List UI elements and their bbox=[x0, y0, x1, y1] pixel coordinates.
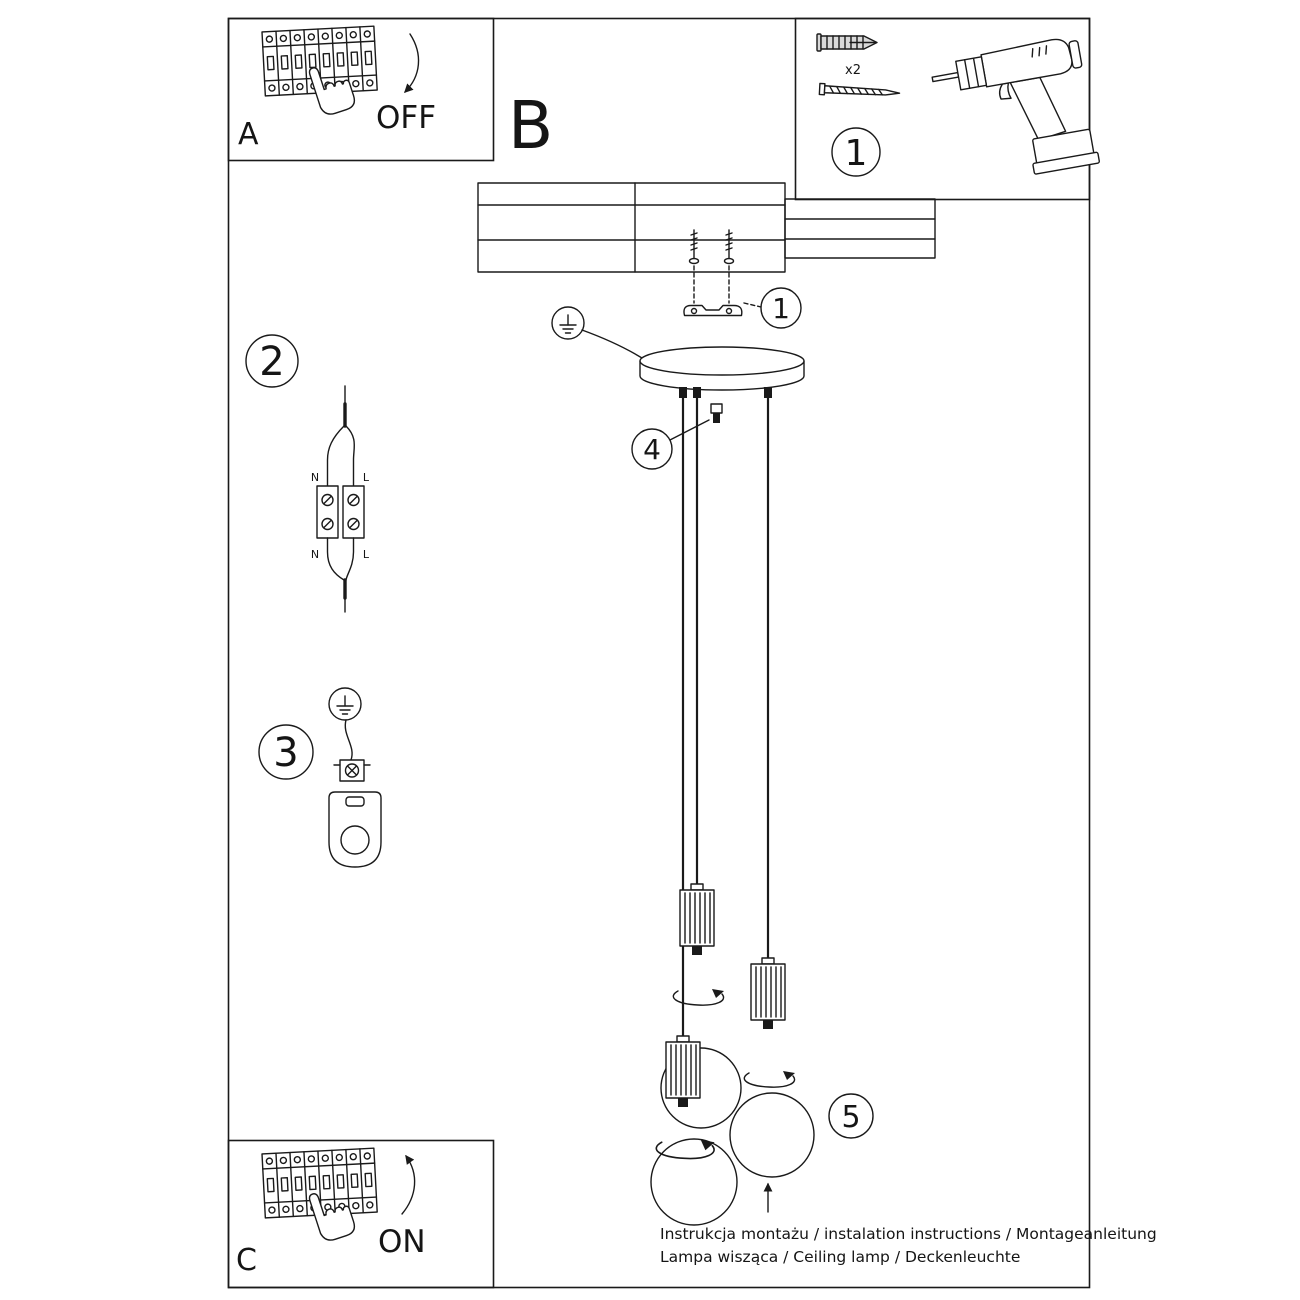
wiring-diagram: N L N L bbox=[311, 385, 370, 613]
mounting-plate bbox=[328, 791, 382, 868]
ceiling-drawing bbox=[477, 182, 936, 273]
footer: Instrukcja montażu / instalation instruc… bbox=[660, 1225, 1157, 1266]
step-2: 2 N L N L bbox=[245, 334, 370, 613]
wall-plug-icon bbox=[816, 33, 878, 52]
assembly-diagram: 1 4 5 bbox=[477, 182, 936, 1226]
rotate-arrow-icon bbox=[743, 1070, 796, 1088]
mounting-screw-icon bbox=[723, 229, 735, 265]
wire-l-bottom-label: L bbox=[363, 548, 370, 561]
earth-wire bbox=[581, 329, 643, 359]
callout-5-number: 5 bbox=[841, 1100, 860, 1135]
callout-1-circle bbox=[760, 287, 802, 329]
drill-icon bbox=[931, 38, 1100, 175]
callout-5-circle bbox=[828, 1093, 874, 1139]
section-b-label: B bbox=[508, 87, 553, 164]
off-label: OFF bbox=[376, 100, 436, 136]
wire-n-top-label: N bbox=[311, 471, 319, 484]
strain-relief bbox=[710, 403, 723, 423]
mounting-bracket bbox=[683, 304, 743, 317]
anchor-count-label: x2 bbox=[845, 63, 861, 78]
panel-a: OFF A bbox=[227, 17, 495, 162]
panel-c-label: C bbox=[236, 1243, 257, 1278]
callout-4-circle bbox=[631, 428, 673, 470]
panel-c-box bbox=[227, 1139, 495, 1289]
screw-icon bbox=[818, 82, 901, 96]
lamp-holder bbox=[679, 883, 715, 956]
terminal-l bbox=[342, 485, 365, 539]
rotate-arrow-icon bbox=[672, 988, 725, 1006]
wire-n-bottom-label: N bbox=[311, 548, 319, 561]
glass-globe bbox=[650, 1138, 738, 1226]
mounting-screw-icon bbox=[688, 229, 700, 265]
panel-a-label: A bbox=[238, 117, 259, 152]
footer-line-1: Instrukcja montażu / instalation instruc… bbox=[660, 1225, 1157, 1243]
glass-globe bbox=[729, 1092, 815, 1178]
footer-line-2: Lampa wisząca / Ceiling lamp / Deckenleu… bbox=[660, 1248, 1020, 1266]
earth-symbol-icon bbox=[328, 687, 362, 721]
callout-4-leader bbox=[667, 419, 710, 442]
step-3: 3 bbox=[258, 687, 382, 868]
panel-hardware: x2 1 bbox=[794, 17, 1100, 201]
hardware-step-circle bbox=[831, 127, 881, 177]
step-3-number: 3 bbox=[273, 730, 298, 776]
step-2-number: 2 bbox=[259, 339, 284, 385]
wire-l-top-label: L bbox=[363, 471, 370, 484]
flip-up-arrow-icon bbox=[401, 1154, 416, 1215]
panel-a-box bbox=[227, 17, 495, 162]
earth-terminal bbox=[333, 759, 371, 782]
callout-4-number: 4 bbox=[643, 433, 661, 466]
panel-hardware-box bbox=[794, 17, 1091, 201]
terminal-n bbox=[316, 485, 339, 539]
callout-1-leader bbox=[743, 302, 762, 308]
on-label: ON bbox=[378, 1224, 426, 1260]
earth-wire bbox=[344, 719, 353, 761]
lamp-holder bbox=[665, 1035, 701, 1108]
flip-down-arrow-icon bbox=[404, 33, 420, 93]
step-2-circle bbox=[245, 334, 299, 388]
hardware-step-number: 1 bbox=[845, 133, 868, 174]
step-3-circle bbox=[258, 724, 314, 780]
earth-symbol-icon bbox=[551, 306, 585, 340]
canopy bbox=[639, 346, 805, 398]
callout-1-number: 1 bbox=[772, 292, 790, 325]
page-border bbox=[227, 17, 1091, 1289]
panel-c: ON C bbox=[227, 1139, 495, 1289]
lamp-holder bbox=[750, 957, 786, 1030]
